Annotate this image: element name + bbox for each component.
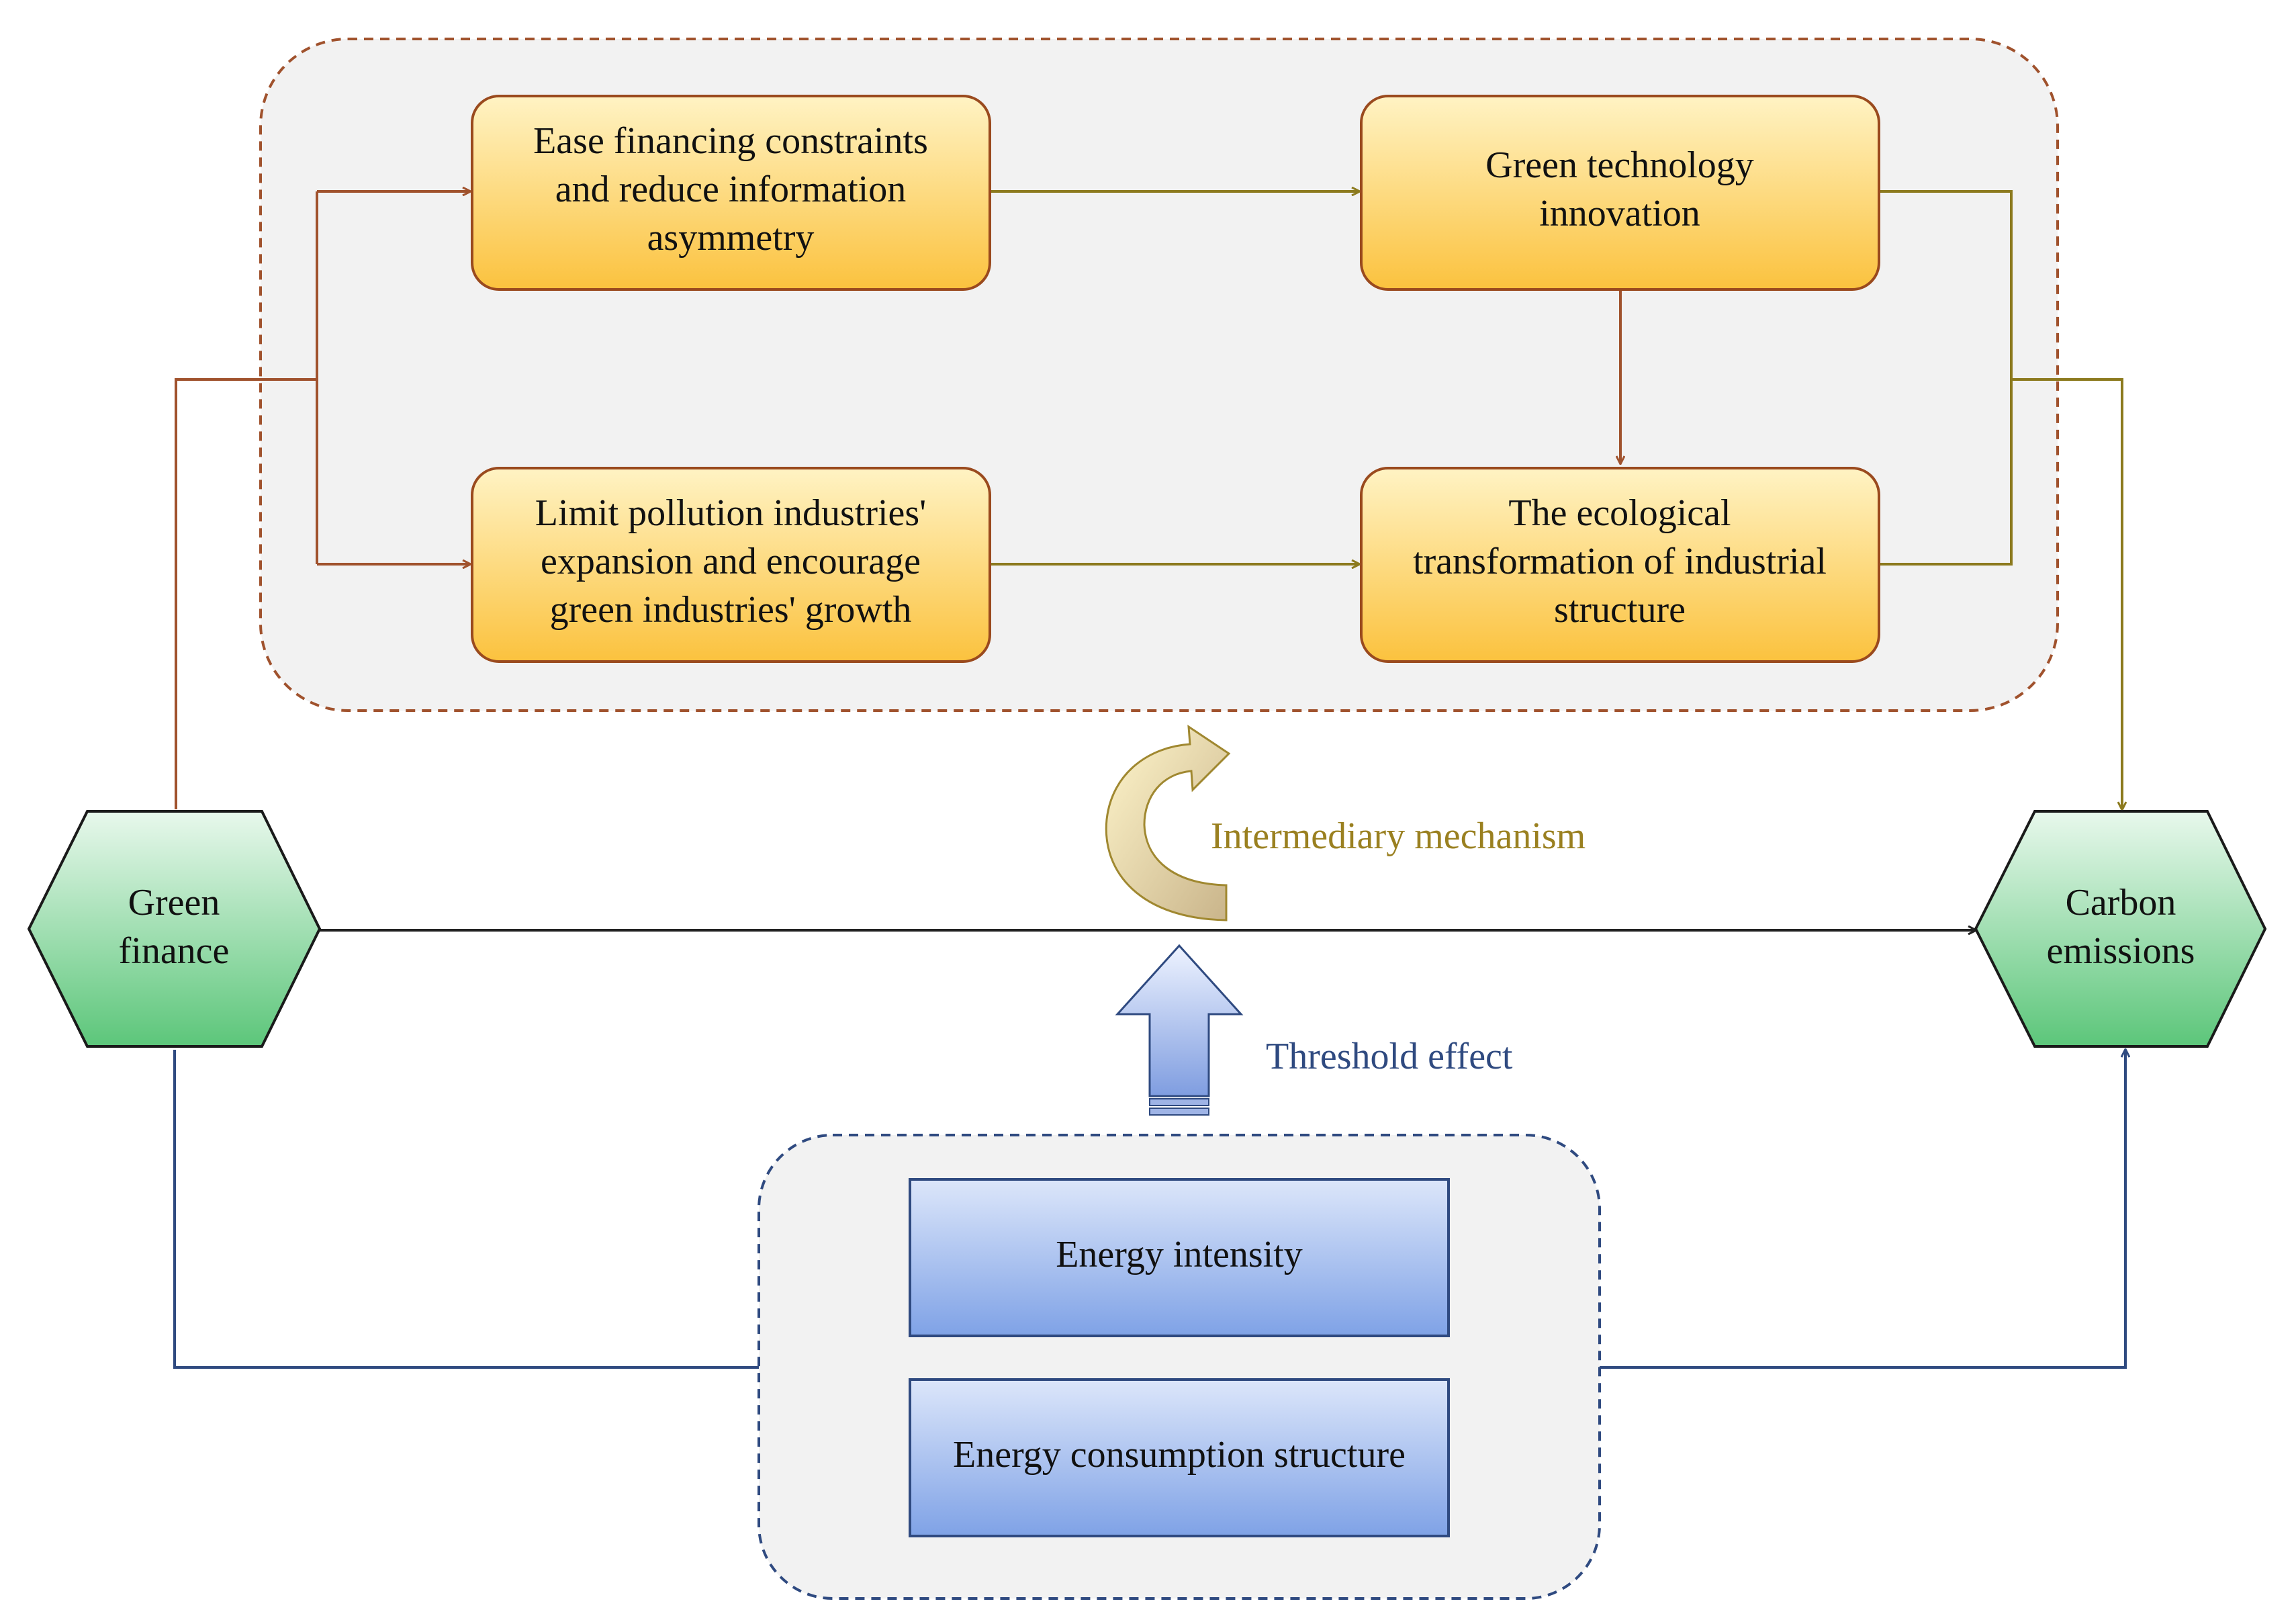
node-energy-intensity: Energy intensity — [909, 1178, 1450, 1337]
label-line: Energy intensity — [1056, 1234, 1303, 1275]
intermediary-curve-arrow-icon — [1105, 725, 1231, 921]
label-line: structure — [1554, 589, 1686, 631]
label-line: emissions — [2047, 930, 2195, 972]
label-line: Green — [128, 882, 220, 923]
label-line: green industries' growth — [550, 589, 912, 631]
node-limit-pollution-label: Limit pollution industries' expansion and… — [535, 492, 927, 631]
edge-to-carbon-emissions — [2011, 378, 2122, 809]
threshold-up-arrow-icon — [1115, 944, 1244, 1116]
node-green-tech: Green technology innovation — [1360, 95, 1880, 291]
edge-green-finance-to-split — [175, 378, 317, 809]
label-line: Ease financing constraints — [533, 120, 928, 162]
node-carbon-emissions-label: Carbon emissions — [2047, 882, 2195, 972]
node-green-finance-label: Green finance — [119, 882, 230, 972]
label-line: Green technology — [1485, 144, 1754, 186]
label-line: innovation — [1539, 193, 1700, 234]
node-energy-consumption: Energy consumption structure — [909, 1378, 1450, 1537]
node-ease-financing-label: Ease financing constraints and reduce inf… — [533, 120, 928, 259]
edge-right-bracket — [1879, 190, 2013, 566]
node-energy-intensity-label: Energy intensity — [1056, 1234, 1303, 1275]
edge-threshold-to-carbon — [1600, 1050, 2125, 1369]
threshold-effect-label: Threshold effect — [1266, 1036, 1513, 1077]
node-green-tech-label: Green technology innovation — [1485, 144, 1754, 234]
node-green-finance: Green finance — [27, 810, 322, 1048]
label-line: finance — [119, 930, 230, 972]
label-line: transformation of industrial — [1413, 541, 1827, 582]
label-line: Limit pollution industries' — [535, 492, 927, 534]
label-line: The ecological — [1508, 492, 1731, 534]
node-energy-consumption-label: Energy consumption structure — [953, 1434, 1406, 1476]
label-line: expansion and encourage — [541, 541, 921, 582]
node-ease-financing: Ease financing constraints and reduce inf… — [471, 95, 991, 291]
node-eco-transformation-label: The ecological transformation of industri… — [1413, 492, 1827, 631]
navy-connectors — [173, 1050, 2125, 1369]
node-limit-pollution: Limit pollution industries' expansion and… — [471, 467, 991, 663]
olive-connectors — [990, 191, 2122, 809]
label-line: Energy consumption structure — [953, 1434, 1406, 1476]
edge-green-finance-to-threshold — [173, 1050, 759, 1369]
label-line: asymmetry — [647, 217, 815, 259]
node-carbon-emissions: Carbon emissions — [1974, 810, 2267, 1048]
node-eco-transformation: The ecological transformation of industri… — [1360, 467, 1880, 663]
label-line: and reduce information — [555, 169, 906, 210]
brown-connectors — [175, 191, 1620, 809]
intermediary-mechanism-label: Intermediary mechanism — [1211, 815, 1586, 857]
label-line: Carbon — [2066, 882, 2176, 923]
